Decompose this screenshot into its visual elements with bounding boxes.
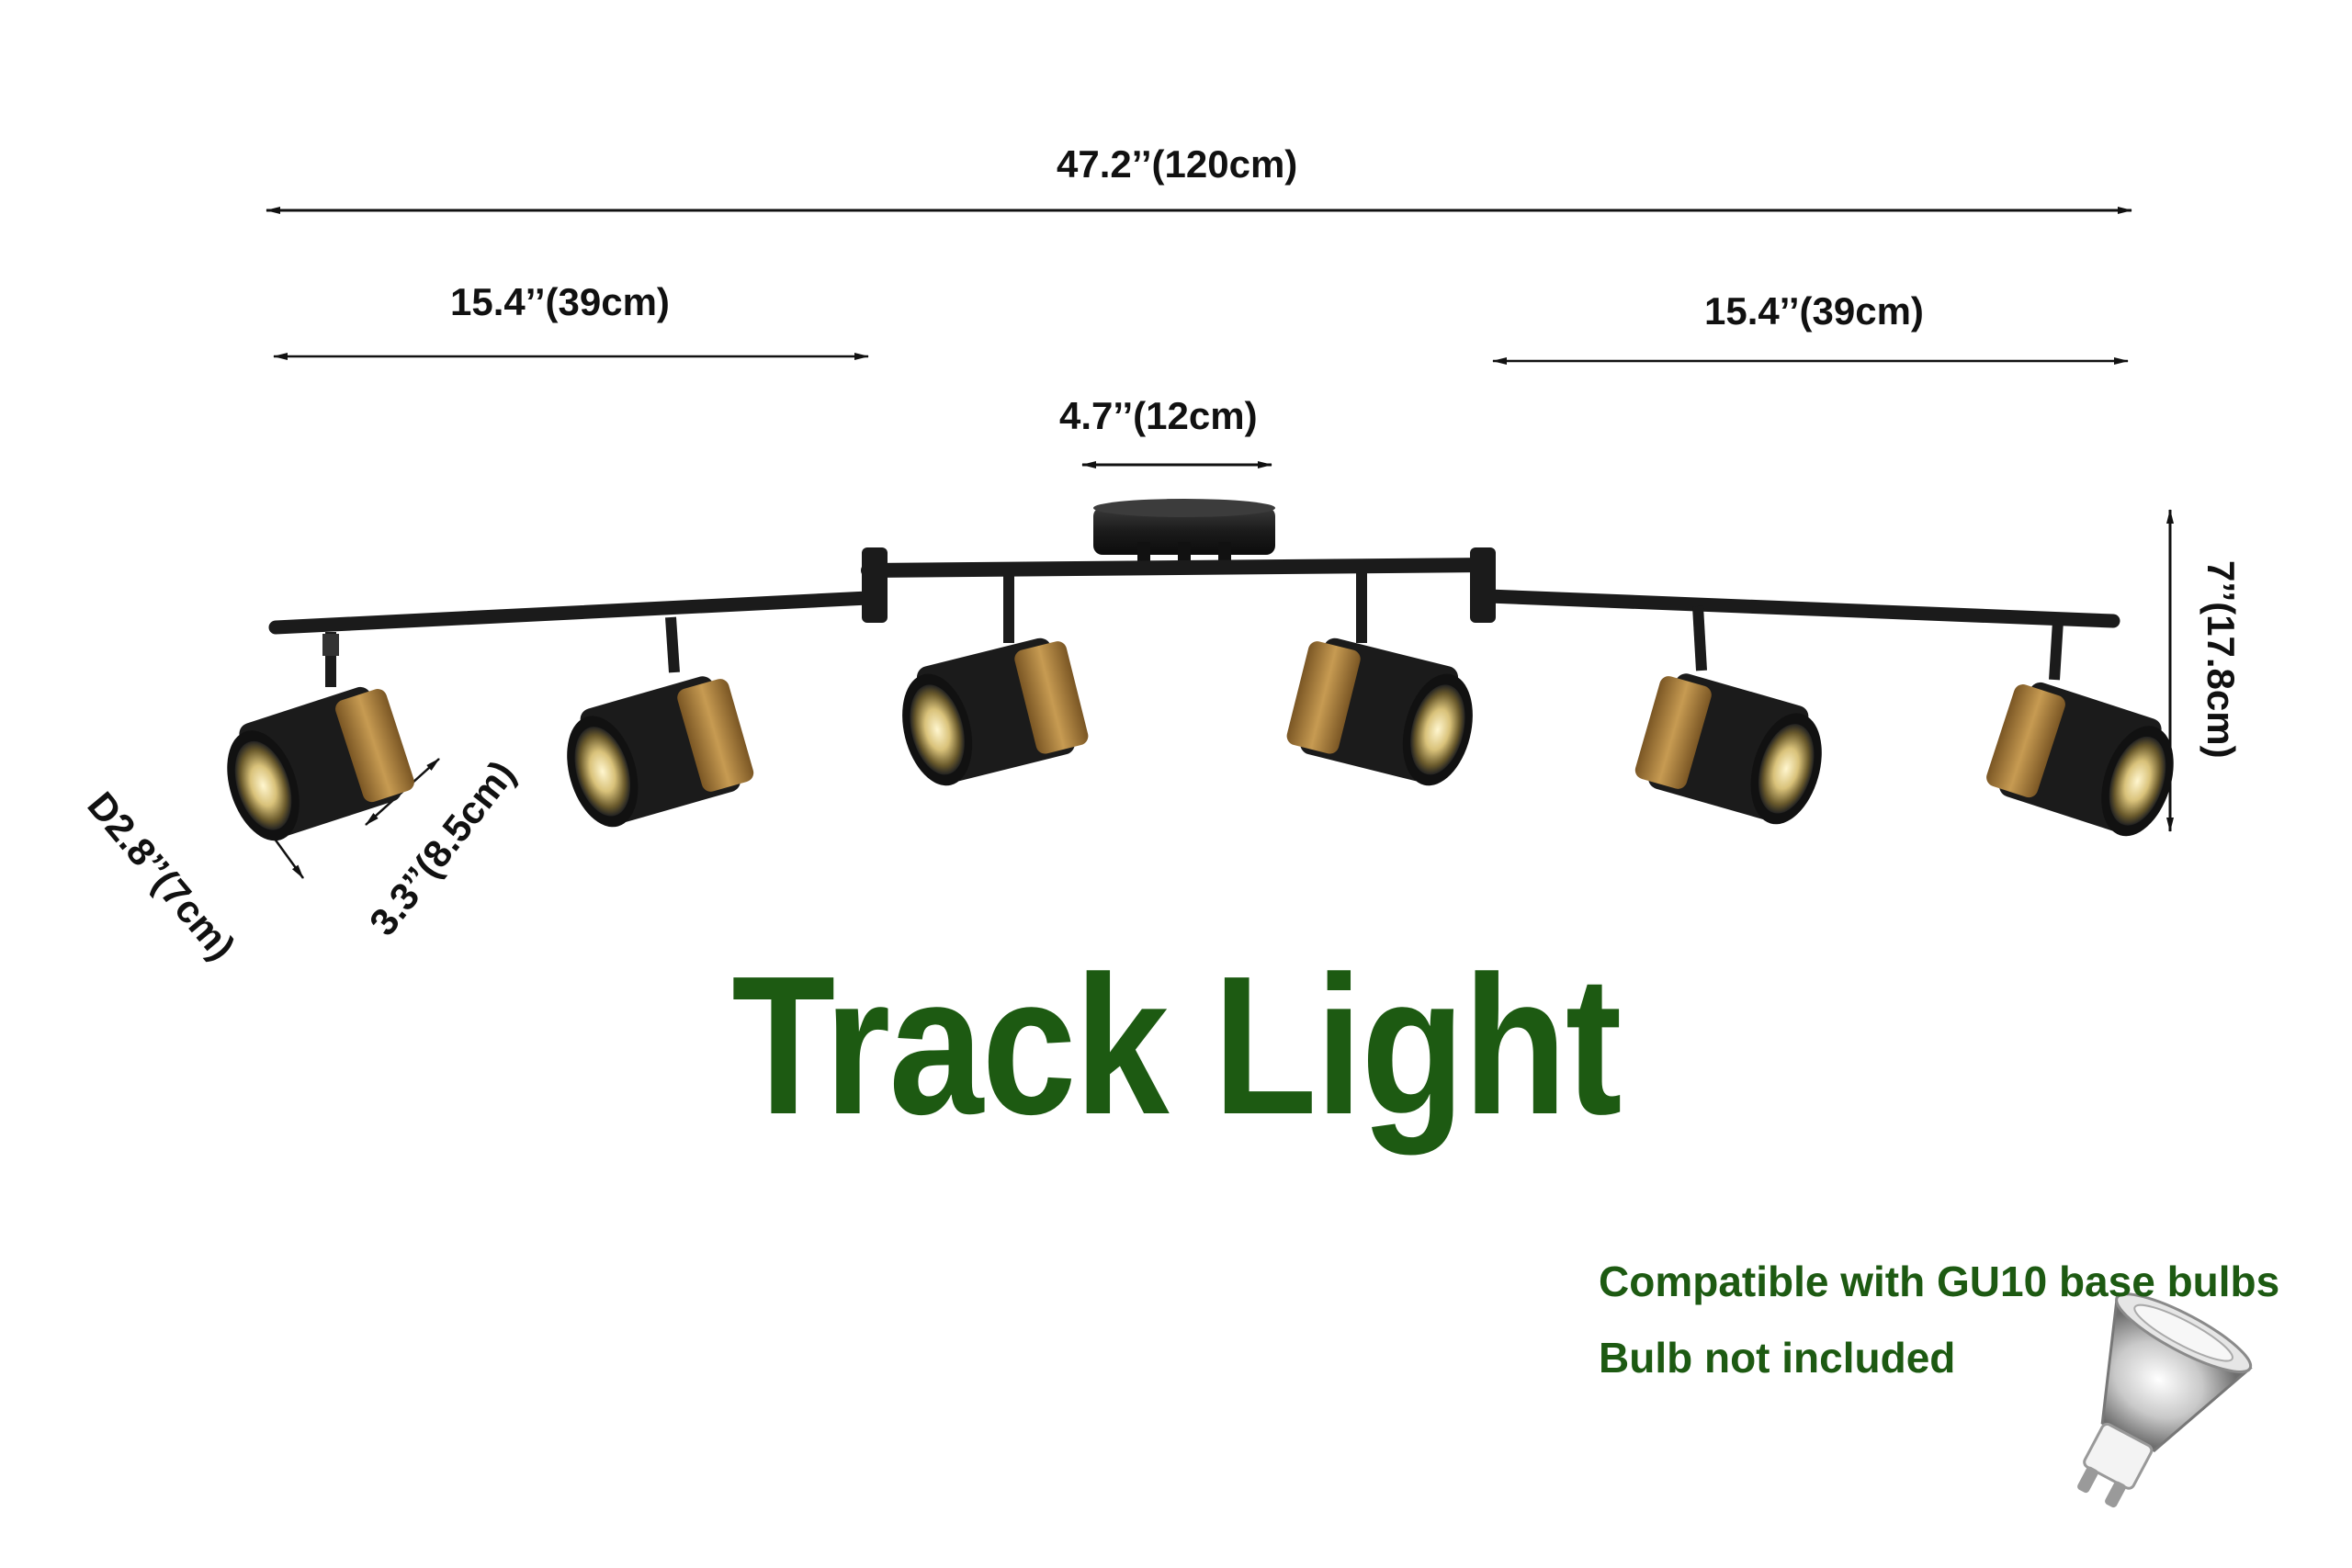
- overall-length-label: 47.2’’(120cm): [1057, 142, 1298, 186]
- canopy-diameter-label: 4.7’’(12cm): [1059, 394, 1258, 437]
- gu10-bulb-icon: [2077, 1292, 2253, 1508]
- compatibility-note: Compatible with GU10 base bulbs: [1599, 1258, 2280, 1305]
- spotlight-1: [227, 632, 414, 841]
- ceiling-canopy: [1093, 499, 1275, 564]
- bulb-not-included-note: Bulb not included: [1599, 1334, 1956, 1382]
- spotlight-5: [1634, 605, 1822, 825]
- right-arm-length-label: 15.4’’(39cm): [1704, 289, 1924, 333]
- spotlight-4: [1286, 571, 1473, 786]
- left-arm-length-label: 15.4’’(39cm): [450, 280, 670, 323]
- spotlight-2: [567, 616, 754, 828]
- product-title: Track Light: [731, 934, 1622, 1156]
- track-bars: [268, 547, 2120, 635]
- spotlight-3: [902, 573, 1089, 786]
- height-label: 7’’(17.8cm): [2199, 560, 2243, 759]
- spotlight-6: [1986, 620, 2174, 837]
